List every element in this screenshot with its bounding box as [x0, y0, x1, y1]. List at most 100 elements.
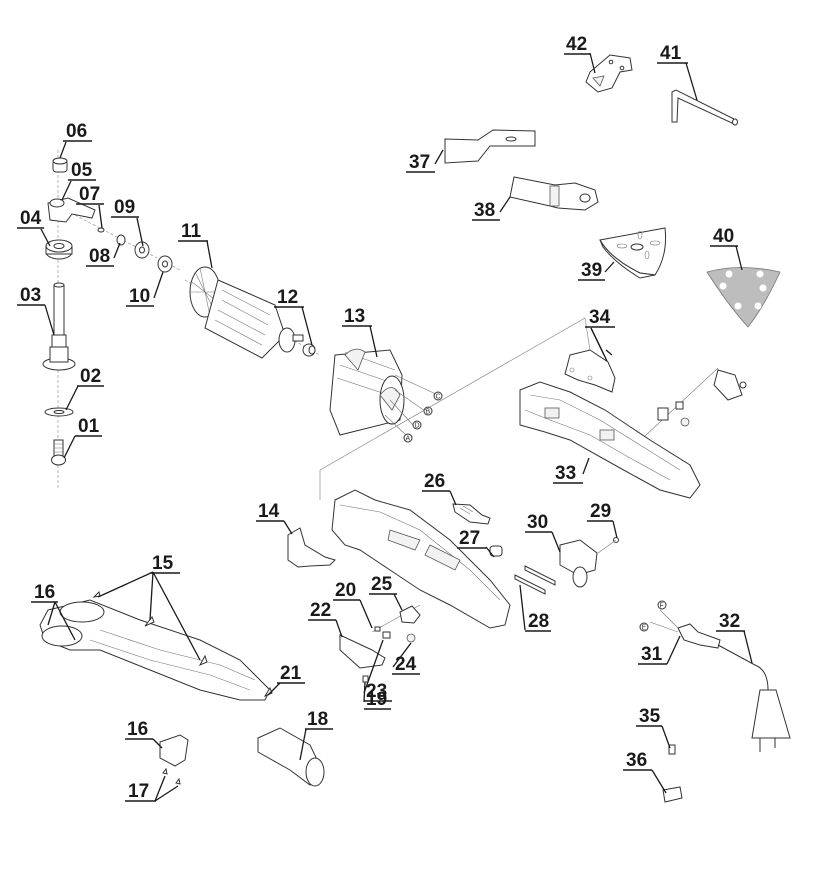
part-number-33: 33 — [555, 463, 576, 484]
part-11-armature — [184, 266, 321, 359]
label-37: 37 — [406, 149, 444, 173]
part-40-sanding-sheet — [706, 267, 781, 328]
label-18: 18 — [299, 709, 333, 761]
leader-line — [359, 599, 373, 629]
part-number-21: 21 — [280, 663, 302, 684]
label-30: 30 — [525, 512, 561, 553]
parts-19-25-small — [362, 604, 421, 683]
leader-line — [589, 52, 596, 74]
leader-line — [40, 228, 51, 247]
leader-line — [604, 261, 615, 273]
part-number-08: 08 — [89, 246, 110, 267]
label-20: 20 — [333, 580, 373, 629]
part-39-sanding-pad — [599, 227, 666, 279]
label-16a: 16 — [31, 582, 76, 641]
part-number-40: 40 — [713, 226, 734, 247]
part-12-bushing — [302, 343, 316, 357]
part-number-29: 29 — [590, 501, 611, 522]
part-22-cover — [339, 634, 386, 669]
leader-line — [65, 385, 79, 411]
leader-line — [61, 180, 72, 201]
label-36: 36 — [623, 750, 667, 794]
part-04-bearing — [45, 239, 73, 260]
part-number-31: 31 — [641, 644, 663, 665]
leader-line — [612, 520, 618, 539]
part-42-adapter — [585, 54, 633, 93]
part-number-16b: 16 — [127, 719, 148, 740]
label-11: 11 — [178, 221, 213, 269]
housing-half-middle — [331, 489, 511, 629]
label-03: 03 — [17, 285, 55, 336]
part-09-bearing — [134, 241, 150, 259]
part-41-hex-key — [671, 89, 738, 126]
label-10: 10 — [126, 271, 164, 307]
leader-line — [363, 639, 384, 694]
part-37-blade — [444, 129, 536, 164]
part-25-clip — [399, 605, 421, 624]
label-06: 06 — [59, 121, 92, 159]
wire-marker-d — [412, 420, 422, 430]
leader-line — [97, 571, 154, 598]
leader-line — [299, 728, 307, 761]
part-number-15: 15 — [152, 553, 174, 574]
part-number-32: 32 — [719, 611, 740, 632]
leader-line — [149, 571, 154, 621]
part-number-09: 09 — [114, 197, 135, 218]
label-25: 25 — [369, 574, 403, 611]
label-19: 19 — [363, 681, 391, 710]
label-33: 33 — [553, 457, 590, 484]
part-number-16a: 16 — [34, 582, 55, 603]
leader-line — [47, 601, 56, 626]
leader-line — [651, 769, 667, 794]
leader-line — [154, 785, 179, 802]
leader-line — [152, 571, 201, 661]
wire-marker-c — [433, 391, 443, 401]
leader-line — [154, 775, 166, 802]
part-24-ring — [406, 633, 416, 643]
part-32-power-cord — [717, 644, 791, 752]
leader-line — [743, 630, 753, 664]
part-16-handle-clip — [159, 734, 189, 767]
wire-marker-f: F — [660, 603, 664, 610]
part-number-23: 23 — [366, 681, 387, 702]
part-31-cord-clamp: F E — [639, 600, 721, 649]
leader-line — [369, 325, 378, 358]
part-15-screws — [92, 591, 208, 667]
part-17-screws — [162, 767, 181, 785]
part-20-screw — [374, 626, 381, 632]
label-23: 23 — [363, 639, 392, 702]
part-number-28: 28 — [528, 611, 549, 632]
label-07: 07 — [76, 184, 104, 229]
leader-line — [136, 217, 144, 247]
part-36-strain-relief — [662, 786, 683, 803]
part-number-04: 04 — [20, 208, 42, 229]
label-26: 26 — [422, 471, 457, 506]
leader-line — [434, 149, 444, 165]
leader-line — [666, 635, 681, 665]
part-08-washer — [116, 234, 126, 246]
leader-line — [590, 327, 605, 356]
part-18-sleeve — [257, 727, 325, 787]
part-number-37: 37 — [409, 152, 430, 173]
leader-line — [63, 435, 76, 459]
leader-line — [301, 306, 313, 346]
leader-line — [54, 601, 76, 641]
part-number-30: 30 — [527, 512, 548, 533]
label-29: 29 — [587, 501, 618, 539]
label-16b: 16 — [125, 719, 163, 749]
part-number-02: 02 — [80, 366, 101, 387]
part-03-spindle — [42, 282, 76, 371]
part-number-14: 14 — [258, 501, 280, 522]
part-35-clip — [668, 744, 676, 755]
part-number-05: 05 — [71, 160, 93, 181]
part-number-39: 39 — [581, 260, 602, 281]
label-31: 31 — [638, 635, 681, 665]
part-33-housing — [519, 381, 701, 499]
part-number-25: 25 — [371, 574, 393, 595]
leader-line — [59, 141, 67, 159]
part-number-26: 26 — [424, 471, 445, 492]
leader-line — [152, 738, 163, 749]
part-02-washer — [44, 407, 74, 417]
label-38: 38 — [472, 196, 511, 221]
leader-line — [206, 240, 213, 269]
